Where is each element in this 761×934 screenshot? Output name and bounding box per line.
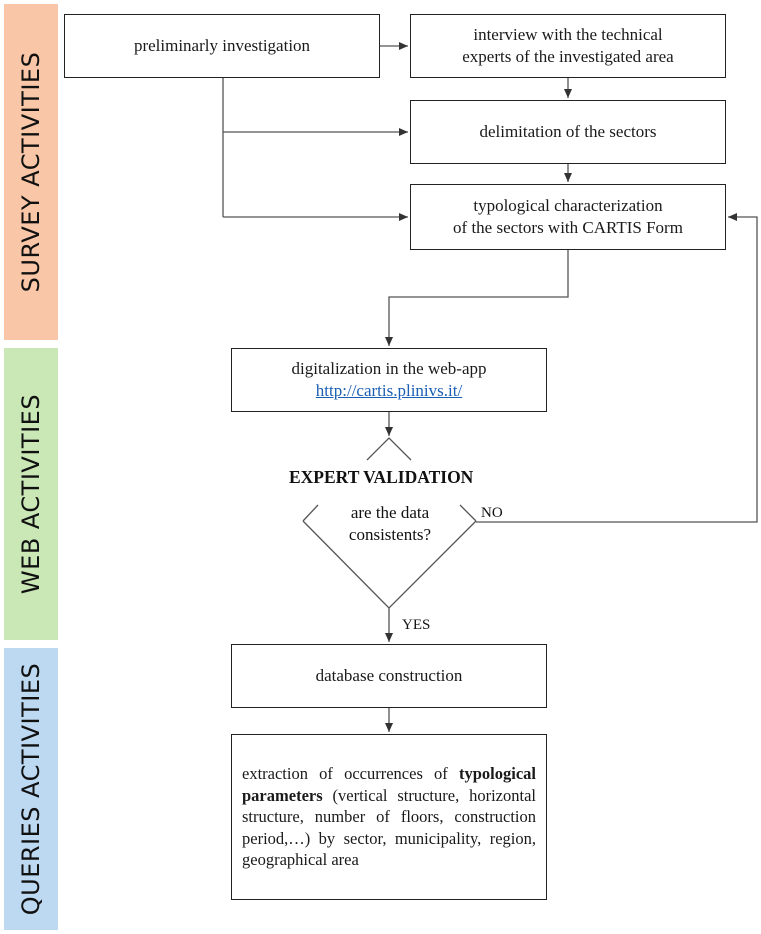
arrow-no-loop-to-typological bbox=[476, 213, 758, 523]
survey-activities-band: SURVEY ACTIVITIES bbox=[4, 4, 58, 340]
arrow-typological-to-digitalization bbox=[385, 250, 569, 346]
decision-diamond-top bbox=[366, 437, 412, 461]
extraction-rest: (vertical structure, horizontal structur… bbox=[242, 785, 536, 870]
delimitation-text: delimitation of the sectors bbox=[479, 122, 657, 142]
cartis-web-app-link[interactable]: http://cartis.plinivs.it/ bbox=[315, 381, 463, 400]
typological-line-1: typological characterization bbox=[473, 196, 663, 216]
decision-question-line-2: consistents? bbox=[348, 525, 432, 545]
interview-line-1: interview with the technical bbox=[473, 25, 663, 45]
web-activities-band: WEB ACTIVITIES bbox=[4, 348, 58, 640]
interview-line-2: experts of the investigated area bbox=[462, 47, 674, 66]
decision-question-line-1: are the data bbox=[350, 503, 430, 522]
decision-question: are the data consistents? bbox=[312, 502, 468, 546]
database-construction-text: database construction bbox=[315, 666, 463, 686]
extraction-intro: extraction of occurrences of bbox=[242, 764, 448, 784]
typological-characterization-box: typological characterization of the sect… bbox=[410, 184, 726, 250]
digitalization-box: digitalization in the web-app http://car… bbox=[231, 348, 547, 412]
delimitation-box: delimitation of the sectors bbox=[410, 100, 726, 164]
decision-diamond-left-edge bbox=[302, 504, 319, 522]
extraction-box: extraction of occurrences of typological… bbox=[231, 734, 547, 900]
interview-experts-box: interview with the technical experts of … bbox=[410, 14, 726, 78]
expert-validation-title: EXPERT VALIDATION bbox=[289, 467, 474, 487]
preliminary-investigation-text: preliminarly investigation bbox=[133, 36, 311, 56]
typological-line-2: of the sectors with CARTIS Form bbox=[453, 218, 683, 237]
extraction-paragraph: extraction of occurrences of typological… bbox=[242, 763, 536, 870]
extraction-bold-parameters: typological parameters bbox=[242, 764, 536, 805]
queries-activities-band: QUERIES ACTIVITIES bbox=[4, 648, 58, 930]
yes-label: YES bbox=[402, 617, 431, 633]
preliminary-investigation-box: preliminarly investigation bbox=[64, 14, 380, 78]
no-label: NO bbox=[481, 505, 503, 521]
database-construction-box: database construction bbox=[231, 644, 547, 708]
digitalization-text: digitalization in the web-app bbox=[291, 359, 487, 379]
decision-diamond-right-edge bbox=[459, 504, 477, 522]
